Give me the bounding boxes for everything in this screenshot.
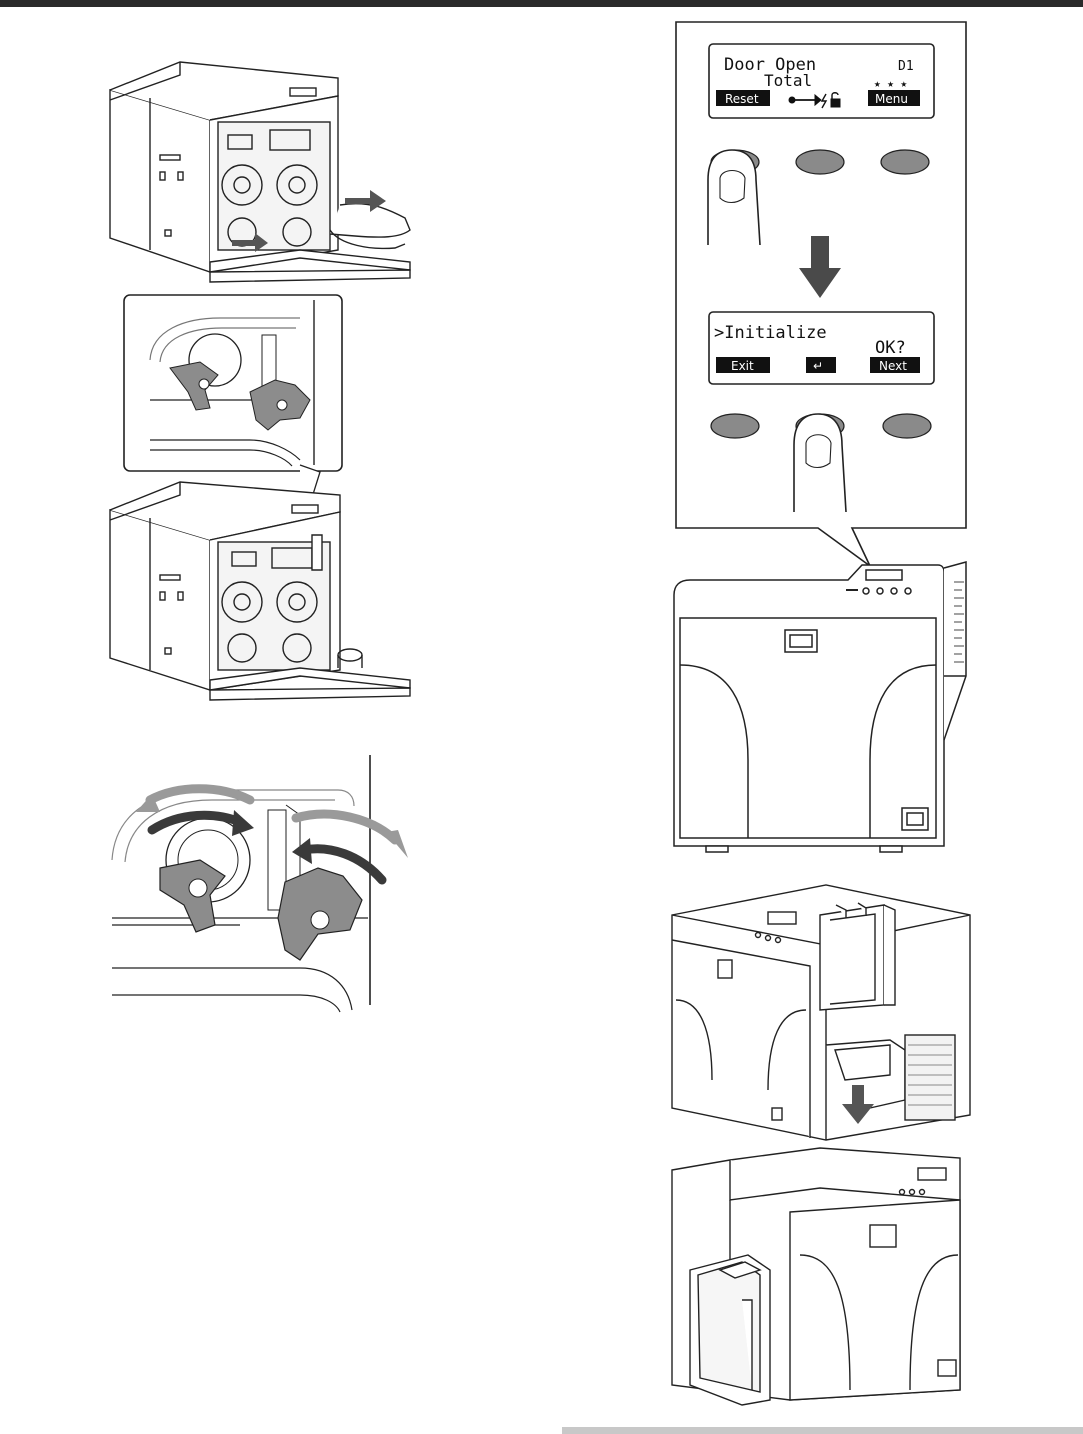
lcd-stars: ★ ★ ★ bbox=[874, 77, 907, 90]
reset-label: Reset bbox=[725, 92, 759, 106]
printer-open-door-illustration-2 bbox=[110, 482, 410, 700]
printer-front-view bbox=[674, 562, 966, 852]
lcd-error-code: D1 bbox=[898, 59, 914, 74]
knob-rotation-illustration bbox=[112, 755, 408, 1012]
center-button-1 bbox=[796, 150, 844, 174]
exit-label: Exit bbox=[731, 359, 754, 373]
lcd-ok-prompt: OK? bbox=[875, 338, 906, 358]
printer-hopper-illustration-2 bbox=[672, 1148, 960, 1405]
operation-panel-callout bbox=[676, 22, 966, 566]
lcd-line-total: Total bbox=[764, 71, 812, 90]
menu-label: Menu bbox=[875, 92, 908, 106]
printer-hopper-illustration-1 bbox=[672, 885, 970, 1140]
left-button-2 bbox=[711, 414, 759, 438]
right-button-1 bbox=[881, 150, 929, 174]
printer-open-door-illustration-1 bbox=[110, 62, 410, 282]
lcd-line-initialize: >Initialize bbox=[714, 323, 827, 343]
right-button-2 bbox=[883, 414, 931, 438]
enter-label: ↵ bbox=[813, 359, 823, 373]
next-label: Next bbox=[879, 359, 907, 373]
